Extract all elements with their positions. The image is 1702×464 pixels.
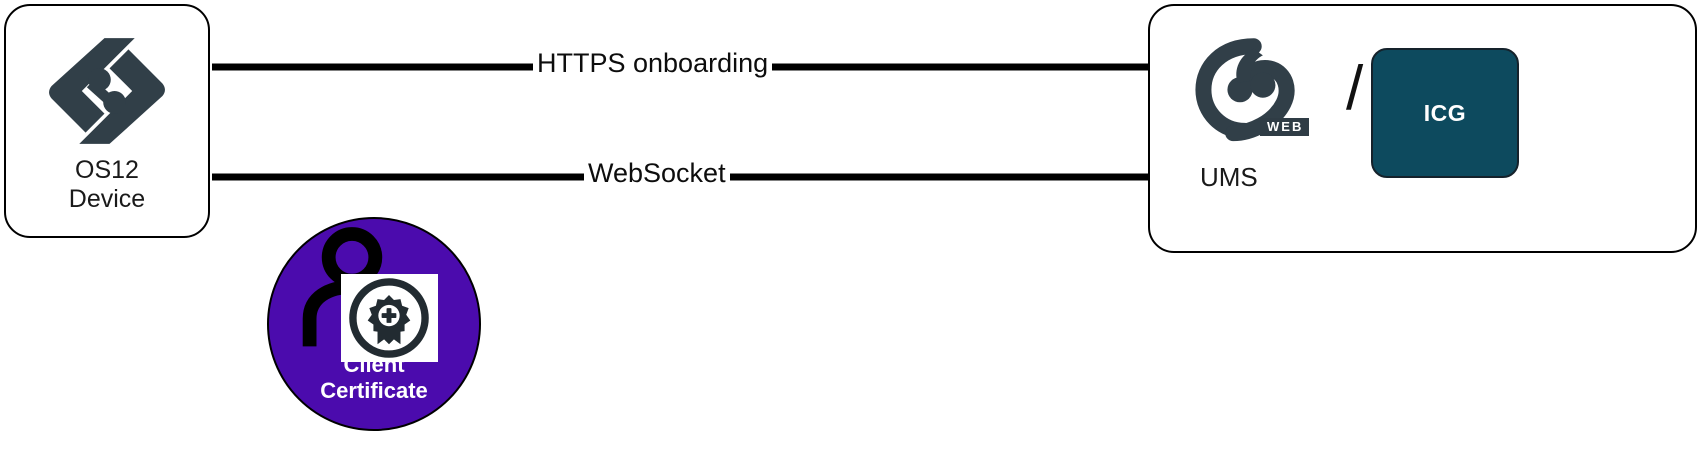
ums-icg-separator: / bbox=[1346, 54, 1364, 123]
node-icg-label: ICG bbox=[1423, 99, 1467, 126]
badge-client-certificate-label: Client Certificate bbox=[320, 352, 428, 403]
ums-web-chip-label: WEB bbox=[1260, 118, 1310, 136]
node-ums-label: UMS bbox=[1200, 162, 1258, 192]
connector-websocket bbox=[212, 157, 1248, 197]
connector-label-websocket: WebSocket bbox=[584, 160, 730, 187]
node-os12-device-label: OS12 Device bbox=[68, 156, 146, 213]
node-ums[interactable]: WEB UMS / ICG bbox=[1148, 4, 1697, 253]
certificate-ribbon-tile bbox=[341, 274, 438, 362]
connector-label-https-onboarding: HTTPS onboarding bbox=[533, 50, 773, 77]
certificate-ribbon-icon bbox=[349, 278, 429, 358]
ums-brand-logo-icon bbox=[1195, 38, 1295, 142]
badge-client-certificate[interactable]: Client Certificate bbox=[267, 217, 481, 431]
os12-brand-logo-icon bbox=[49, 38, 165, 144]
node-icg[interactable]: ICG bbox=[1371, 48, 1519, 178]
node-os12-device[interactable]: OS12 Device bbox=[4, 4, 210, 238]
